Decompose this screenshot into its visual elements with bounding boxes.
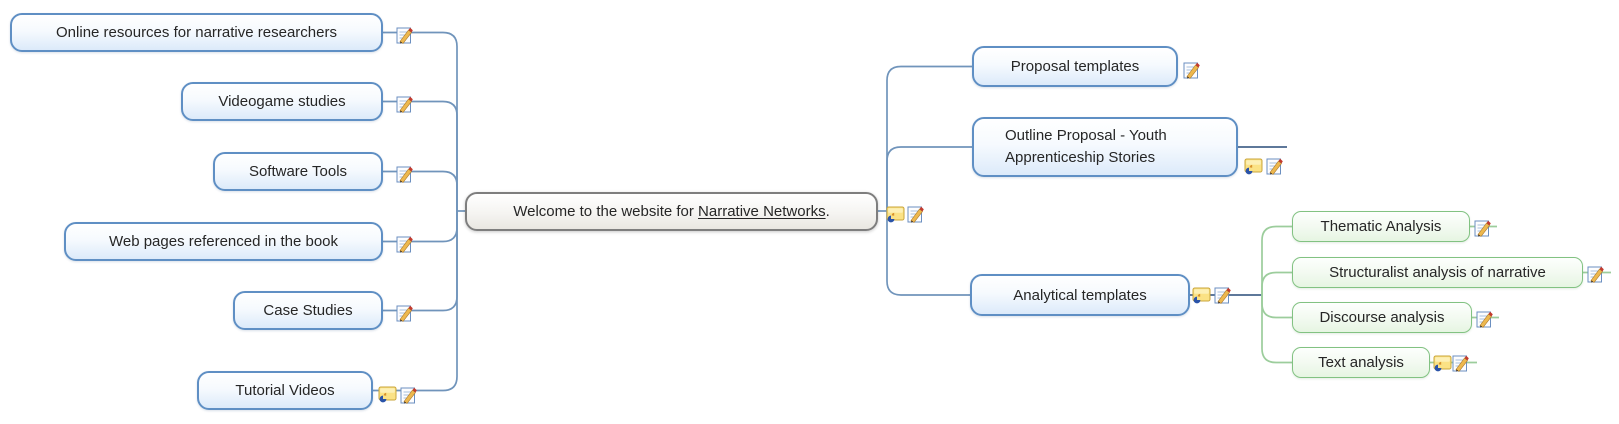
topic-web-pages[interactable]: Web pages referenced in the book [64, 222, 383, 261]
topic-software-tools[interactable]: Software Tools [213, 152, 383, 191]
notes-icon[interactable] [396, 164, 413, 183]
notes-icon[interactable] [1587, 264, 1604, 283]
central-text-suffix: . [825, 203, 830, 220]
notes-icon[interactable] [396, 234, 413, 253]
edge-analytical-templates [886, 211, 970, 296]
edge-structuralist-analysis [1261, 271, 1292, 295]
narrative-networks-link[interactable]: Narrative Networks [698, 203, 826, 220]
topic-label: Proposal templates [1010, 58, 1140, 75]
notes-icon[interactable] [1214, 285, 1231, 304]
notes-icon[interactable] [400, 385, 417, 404]
edge-proposal-templates [886, 65, 972, 211]
topic-text-analysis[interactable]: Text analysis [1292, 347, 1430, 378]
notes-icon[interactable] [1474, 218, 1491, 237]
topic-outline-proposal[interactable]: Outline Proposal - Youth Apprenticeship … [972, 117, 1238, 177]
edge-web-pages [383, 211, 458, 243]
edge-discourse-analysis [1261, 295, 1292, 319]
notes-icon[interactable] [1183, 60, 1200, 79]
comment-icon[interactable] [1433, 355, 1452, 372]
topic-tutorial-videos[interactable]: Tutorial Videos [197, 371, 373, 410]
topic-structuralist-analysis[interactable]: Structuralist analysis of narrative [1292, 257, 1583, 288]
comment-icon[interactable] [886, 206, 905, 223]
topic-label: Case Studies [263, 302, 353, 319]
notes-icon[interactable] [396, 25, 413, 44]
edge-software-tools [383, 170, 458, 211]
topic-label: Thematic Analysis [1320, 218, 1442, 235]
topic-label: Videogame studies [218, 93, 346, 110]
topic-online-resources[interactable]: Online resources for narrative researche… [10, 13, 383, 52]
topic-case-studies[interactable]: Case Studies [233, 291, 383, 330]
comment-icon[interactable] [1244, 158, 1263, 175]
edge-online-resources [383, 31, 458, 211]
edge-tutorial-videos [373, 211, 458, 392]
topic-label: Analytical templates [1013, 286, 1147, 304]
comment-icon[interactable] [1192, 287, 1211, 304]
topic-label: Tutorial Videos [235, 382, 335, 399]
edge-videogame-studies [383, 100, 458, 211]
notes-icon[interactable] [1266, 156, 1283, 175]
notes-icon[interactable] [907, 204, 924, 223]
edge-thematic-analysis [1261, 225, 1292, 295]
edge-text-analysis [1261, 295, 1292, 364]
topic-proposal-templates[interactable]: Proposal templates [972, 46, 1178, 87]
notes-icon[interactable] [396, 94, 413, 113]
topic-central[interactable]: Welcome to the website for Narrative Net… [465, 192, 878, 231]
topic-thematic-analysis[interactable]: Thematic Analysis [1292, 211, 1470, 242]
central-text-prefix: Welcome to the website for [513, 203, 699, 220]
notes-icon[interactable] [1452, 353, 1469, 372]
topic-label: Web pages referenced in the book [108, 233, 339, 250]
notes-icon[interactable] [1476, 309, 1493, 328]
topic-discourse-analysis[interactable]: Discourse analysis [1292, 302, 1472, 333]
edge-outline-proposal [886, 146, 972, 211]
topic-label: Outline Proposal - Youth Apprenticeship … [1005, 127, 1167, 166]
topic-videogame-studies[interactable]: Videogame studies [181, 82, 383, 121]
topic-analytical-templates[interactable]: Analytical templates [970, 274, 1190, 316]
topic-label: Text analysis [1318, 354, 1404, 371]
comment-icon[interactable] [378, 386, 397, 403]
topic-label: Software Tools [248, 163, 348, 180]
topic-label: Online resources for narrative researche… [56, 24, 337, 41]
topic-label: Structuralist analysis of narrative [1329, 264, 1546, 281]
notes-icon[interactable] [396, 303, 413, 322]
topic-label: Discourse analysis [1319, 309, 1445, 326]
edge-case-studies [383, 211, 458, 312]
